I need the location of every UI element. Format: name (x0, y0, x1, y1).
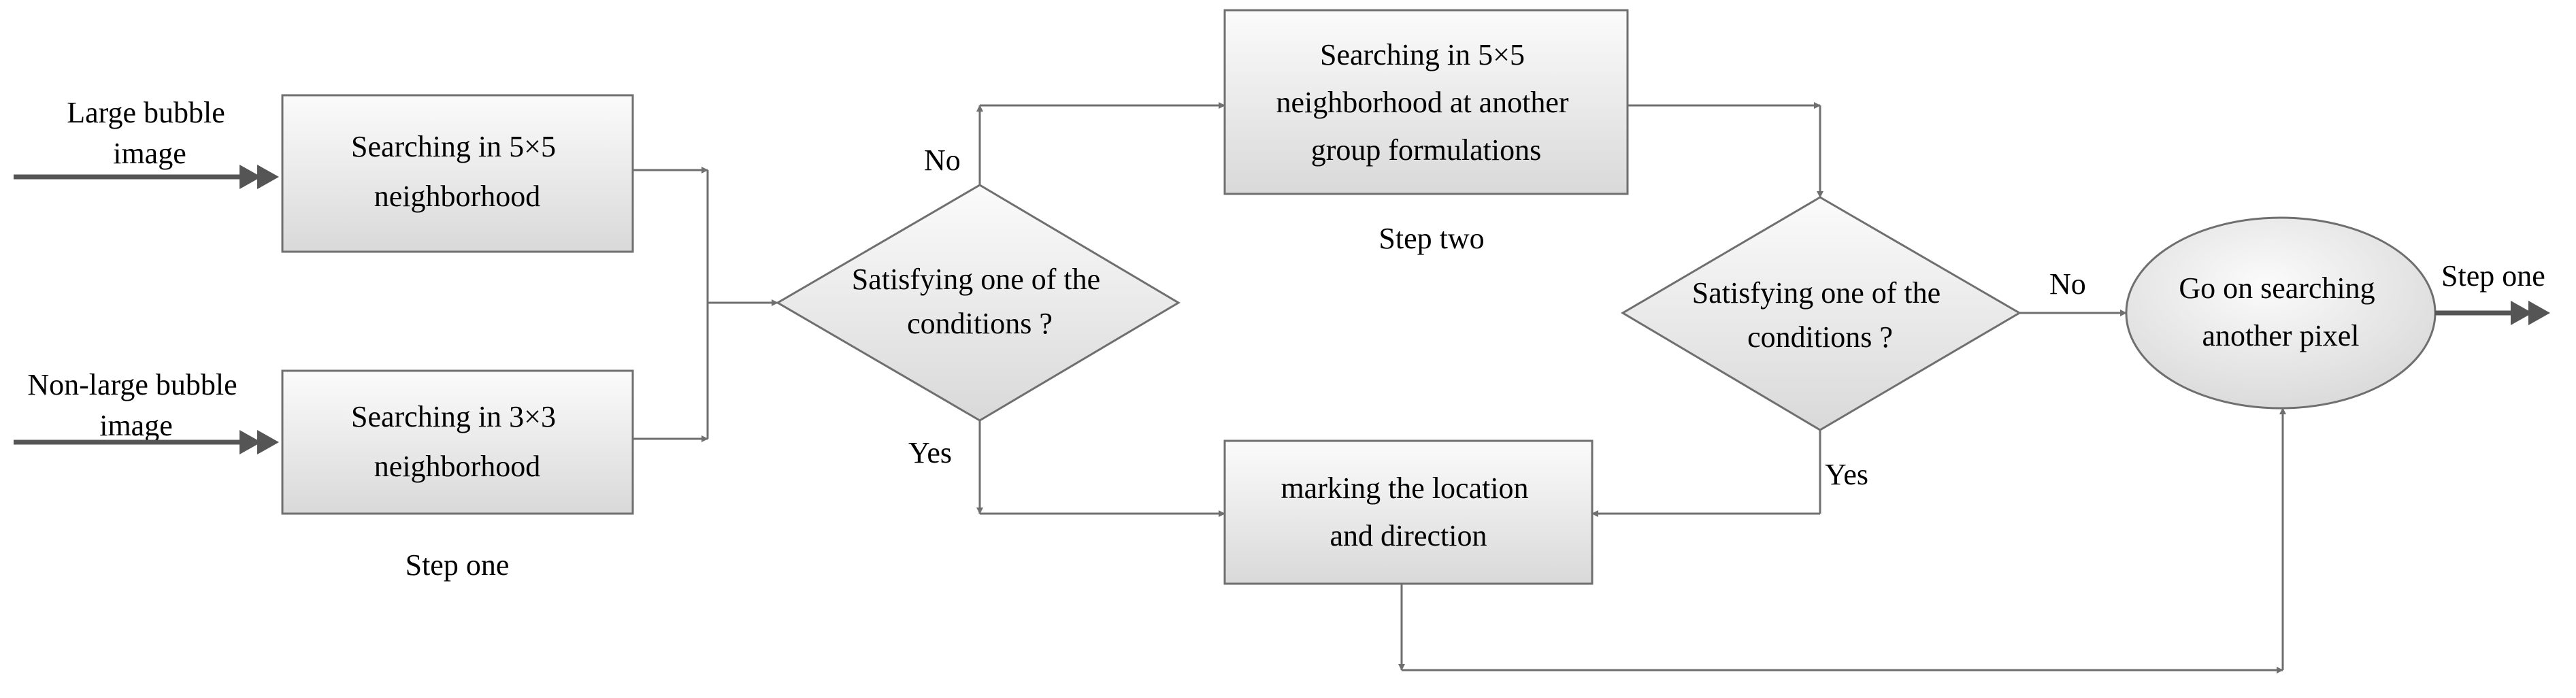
step-two-to-decision-2-edge (1628, 102, 1823, 198)
output-step-one: Step one (2435, 259, 2550, 325)
double-arrow-head-icon (2528, 301, 2550, 325)
no-label-1: No (924, 144, 961, 177)
decision-2-diamond: Satisfying one of the conditions ? (1621, 196, 2021, 431)
step-one-caption: Step one (406, 548, 510, 582)
search-5x5-text: Searching in 5×5 neighborhood (351, 130, 563, 213)
search-5x5-box: Searching in 5×5 neighborhood (281, 94, 634, 253)
decision-1-no-edge: No (924, 102, 1225, 185)
search-5x5-group-box: Searching in 5×5 neighborhood at another… (1223, 9, 1629, 195)
no-label-2: No (2049, 267, 2086, 301)
step-two-caption: Step two (1378, 222, 1484, 255)
yes-label-2: Yes (1825, 458, 1868, 491)
search-5x5-group-text: Searching in 5×5 neighborhood at another… (1276, 38, 1576, 167)
go-on-searching-ellipse: Go on searching another pixel (2125, 216, 2437, 410)
double-arrow-head-icon (240, 165, 261, 189)
search-3x3-text: Searching in 3×3 neighborhood (351, 400, 563, 483)
marking-text: marking the location and direction (1281, 471, 1536, 552)
output-step-one-label: Step one (2441, 259, 2545, 293)
marking-box: marking the location and direction (1223, 439, 1594, 585)
decision-2-text: Satisfying one of the conditions ? (1692, 276, 1948, 354)
marking-to-go-on-edge (1398, 408, 2286, 674)
double-arrow-head-icon (257, 165, 279, 189)
decision-1-yes-edge: Yes (908, 420, 1225, 517)
large-bubble-input: Large bubble image (14, 96, 279, 189)
decision-2-no-edge: No (2019, 267, 2127, 316)
go-on-searching-text: Go on searching another pixel (2179, 271, 2382, 352)
merge-connector (633, 167, 778, 442)
large-bubble-label: Large bubble image (67, 96, 233, 170)
decision-2-yes-edge: Yes (1591, 430, 1868, 517)
double-arrow-head-icon (240, 430, 261, 454)
double-arrow-head-icon (257, 430, 279, 454)
yes-label-1: Yes (908, 436, 952, 469)
decision-1-diamond: Satisfying one of the conditions ? (776, 184, 1180, 422)
double-arrow-head-icon (2511, 301, 2532, 325)
search-3x3-box: Searching in 3×3 neighborhood (281, 369, 634, 515)
non-large-bubble-input: Non-large bubble image (14, 368, 279, 454)
non-large-bubble-label: Non-large bubble image (27, 368, 244, 442)
decision-1-text: Satisfying one of the conditions ? (852, 263, 1108, 340)
